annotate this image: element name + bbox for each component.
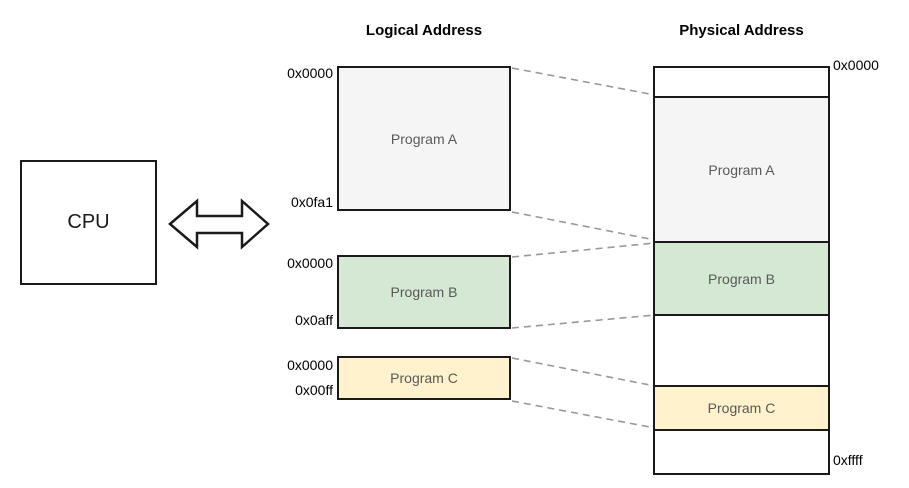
logical-program-a-label: Program A (390, 130, 458, 147)
logical-program-c-box: Program C (337, 356, 511, 400)
physical-memory-column: Program A Program B Program C (653, 66, 830, 475)
mapping-line-b-end (511, 314, 656, 329)
logical-program-b-label: Program B (390, 284, 458, 300)
physical-program-c-label: Program C (707, 400, 776, 416)
logical-a-start-address: 0x0000 (287, 65, 333, 81)
physical-free-segment (655, 68, 828, 96)
mapping-line-a-end (511, 211, 656, 241)
logical-b-end-address: 0x0aff (295, 312, 333, 328)
physical-program-b-label: Program B (708, 270, 775, 287)
physical-program-b-segment: Program B (655, 241, 828, 314)
mapping-line-c-end (511, 400, 656, 429)
logical-b-start-address: 0x0000 (287, 255, 333, 271)
physical-program-a-segment: Program A (655, 96, 828, 241)
logical-program-a-box: Program A (337, 66, 511, 211)
physical-address-title: Physical Address (679, 22, 804, 39)
cpu-bus-double-arrow-icon (168, 198, 270, 250)
logical-a-end-address: 0x0fa1 (290, 194, 333, 210)
cpu-box: CPU (20, 160, 157, 285)
physical-start-address: 0x0000 (833, 57, 879, 73)
physical-free-segment (655, 429, 828, 473)
mapping-line-a-start (511, 67, 656, 96)
logical-address-title: Logical Address (365, 22, 483, 39)
physical-program-c-segment: Program C (655, 385, 828, 429)
cpu-label: CPU (67, 211, 110, 233)
logical-program-b-box: Program B (337, 255, 511, 329)
physical-end-address: 0xffff (833, 452, 863, 468)
logical-c-end-address: 0x00ff (295, 382, 333, 398)
mapping-line-b-start (511, 242, 656, 258)
physical-program-a-label: Program A (708, 161, 775, 178)
logical-c-start-address: 0x0000 (287, 357, 333, 373)
mapping-line-c-start (511, 357, 656, 387)
logical-program-c-label: Program C (390, 370, 458, 386)
physical-free-segment (655, 314, 828, 385)
